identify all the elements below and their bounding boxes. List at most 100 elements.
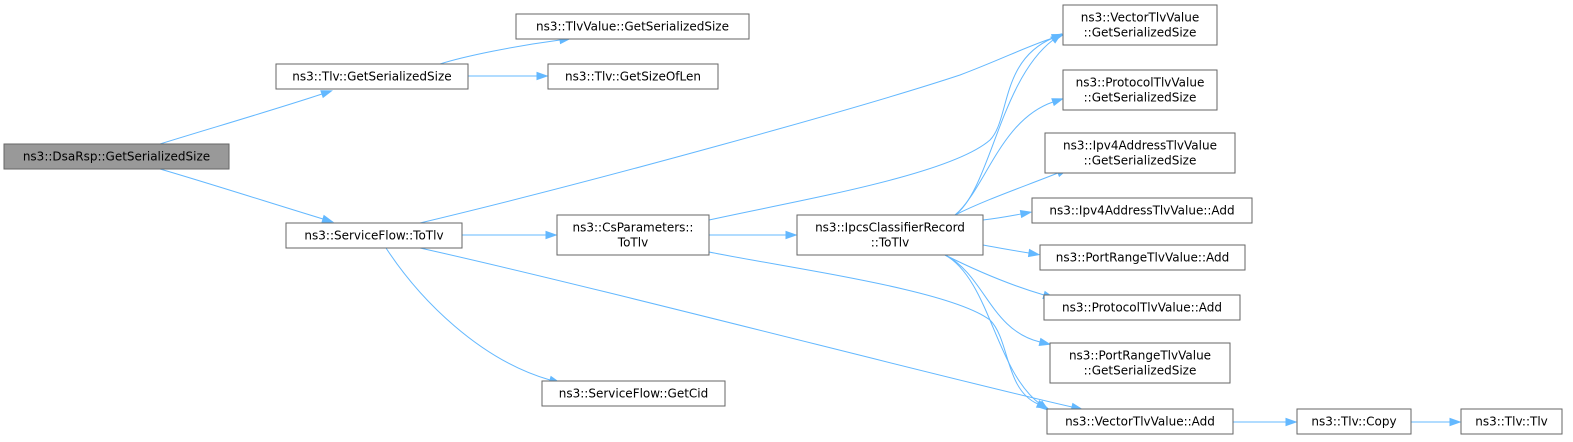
node-label: ns3::CsParameters:: xyxy=(573,221,694,235)
node-box xyxy=(547,63,719,90)
node-vtv-gss[interactable]: ns3::VectorTlvValue::GetSerializedSize xyxy=(1062,4,1218,46)
node-label: ns3::PortRangeTlvValue::Add xyxy=(1056,251,1229,265)
edge-ipcs-to-vtv_add xyxy=(944,254,1050,411)
edge-line xyxy=(439,39,561,65)
node-label: ns3::ServiceFlow::GetCid xyxy=(559,387,708,401)
node-label: ns3::DsaRsp::GetSerializedSize xyxy=(23,150,210,164)
node-label: ns3::IpcsClassifierRecord xyxy=(815,221,965,235)
node-label: ns3::VectorTlvValue xyxy=(1081,11,1200,25)
edge-ipcs-to-prtv_add xyxy=(982,244,1041,258)
edge-dsarsp-to-sf_totlv xyxy=(159,168,335,223)
node-label: ns3::Tlv::GetSerializedSize xyxy=(292,70,451,84)
edge-vtv_add-to-tlv_copy xyxy=(1232,417,1298,427)
node-prtv-gss[interactable]: ns3::PortRangeTlvValue::GetSerializedSiz… xyxy=(1049,342,1231,384)
edge-csparams-to-ipcs xyxy=(709,230,798,240)
node-vtv-add[interactable]: ns3::VectorTlvValue::Add xyxy=(1046,408,1234,435)
node-label: ns3::VectorTlvValue::Add xyxy=(1065,415,1215,429)
edge-line xyxy=(385,247,551,381)
node-ptv-gss[interactable]: ns3::ProtocolTlvValue::GetSerializedSize xyxy=(1062,69,1218,111)
node-box xyxy=(275,63,469,90)
edge-line xyxy=(954,39,1054,216)
node-box xyxy=(3,143,230,170)
node-label: ns3::Tlv::GetSizeOfLen xyxy=(565,70,701,84)
node-ipv4-gss[interactable]: ns3::Ipv4AddressTlvValue::GetSerializedS… xyxy=(1044,132,1236,174)
edge-arrowhead xyxy=(1050,33,1063,44)
edge-ipcs-to-ipv4_add xyxy=(982,209,1033,221)
edge-arrowhead xyxy=(1038,337,1052,346)
node-label: ns3::PortRangeTlvValue xyxy=(1069,349,1211,363)
edge-arrowhead xyxy=(545,230,558,240)
node-label: ::ToTlv xyxy=(871,236,909,250)
node-box xyxy=(1039,244,1246,271)
node-label: ns3::Ipv4AddressTlvValue xyxy=(1063,139,1217,153)
node-label: ::GetSerializedSize xyxy=(1084,364,1197,378)
node-label: ns3::Tlv::Tlv xyxy=(1475,415,1548,429)
node-label: ToTlv xyxy=(617,236,648,250)
edge-tlv_gss-to-tlvvalue_gss xyxy=(439,35,572,65)
node-box xyxy=(1044,132,1236,174)
node-label: ::GetSerializedSize xyxy=(1084,154,1197,168)
edge-line xyxy=(419,37,1054,224)
node-label: ns3::ProtocolTlvValue::Add xyxy=(1062,301,1222,315)
node-label: ns3::ProtocolTlvValue xyxy=(1076,76,1205,90)
node-sf-getcid[interactable]: ns3::ServiceFlow::GetCid xyxy=(541,380,726,407)
node-label: ::GetSerializedSize xyxy=(1084,26,1197,40)
edge-arrowhead xyxy=(1051,98,1064,107)
edge-tlv_gss-to-tlv_gsol xyxy=(467,71,549,81)
edges-layer xyxy=(159,33,1462,427)
edge-line xyxy=(982,244,1030,254)
edge-line xyxy=(982,213,1022,221)
edge-sf_totlv-to-vtv_gss xyxy=(419,34,1065,224)
edge-arrowhead xyxy=(1037,400,1050,411)
node-ipv4-add[interactable]: ns3::Ipv4AddressTlvValue::Add xyxy=(1031,197,1253,224)
edge-line xyxy=(944,254,1041,343)
edge-line xyxy=(708,251,1039,405)
node-box xyxy=(1043,294,1241,321)
edge-dsarsp-to-tlv_gss xyxy=(159,90,333,145)
edge-sf_totlv-to-sf_getcid xyxy=(385,247,562,384)
edge-ipcs-to-vtv_gss xyxy=(954,33,1063,216)
node-tlv-gsol[interactable]: ns3::Tlv::GetSizeOfLen xyxy=(547,63,719,90)
edge-ipcs-to-ptv_gss xyxy=(954,98,1064,216)
edge-line xyxy=(944,254,1045,296)
node-box xyxy=(1062,4,1218,46)
edge-line xyxy=(159,93,323,145)
nodes-layer: ns3::DsaRsp::GetSerializedSizens3::Tlv::… xyxy=(3,4,1563,435)
node-ptv-add[interactable]: ns3::ProtocolTlvValue::Add xyxy=(1043,294,1241,321)
node-ipcs[interactable]: ns3::IpcsClassifierRecord::ToTlv xyxy=(796,214,984,256)
edge-line xyxy=(419,247,1073,408)
edge-tlv_copy-to-tlv_tlv xyxy=(1410,417,1462,427)
edge-line xyxy=(954,172,1059,216)
node-dsarsp[interactable]: ns3::DsaRsp::GetSerializedSize xyxy=(3,143,230,170)
node-tlv-gss[interactable]: ns3::Tlv::GetSerializedSize xyxy=(275,63,469,90)
node-box xyxy=(1031,197,1253,224)
node-label: ::GetSerializedSize xyxy=(1084,91,1197,105)
node-label: ns3::Tlv::Copy xyxy=(1311,415,1396,429)
edge-ipcs-to-prtv_gss xyxy=(944,254,1052,346)
edge-arrowhead xyxy=(536,71,549,81)
node-sf-totlv[interactable]: ns3::ServiceFlow::ToTlv xyxy=(285,222,463,249)
edge-line xyxy=(708,37,1054,221)
node-tlv-tlv[interactable]: ns3::Tlv::Tlv xyxy=(1460,408,1563,435)
edge-line xyxy=(159,168,324,220)
node-tlv-copy[interactable]: ns3::Tlv::Copy xyxy=(1296,408,1412,435)
node-prtv-add[interactable]: ns3::PortRangeTlvValue::Add xyxy=(1039,244,1246,271)
edge-arrowhead xyxy=(320,90,333,99)
edge-arrowhead xyxy=(1019,209,1033,219)
edge-line xyxy=(954,101,1054,216)
edge-arrowhead xyxy=(1449,417,1462,427)
node-label: ns3::TlvValue::GetSerializedSize xyxy=(536,20,729,34)
node-csparams[interactable]: ns3::CsParameters::ToTlv xyxy=(556,214,710,256)
edge-arrowhead xyxy=(785,230,798,240)
node-label: ns3::ServiceFlow::ToTlv xyxy=(304,229,443,243)
edge-line xyxy=(944,254,1041,405)
node-box xyxy=(1046,408,1234,435)
edge-arrowhead xyxy=(1027,248,1041,258)
node-box xyxy=(796,214,984,256)
node-box xyxy=(556,214,710,256)
node-tlvvalue-gss[interactable]: ns3::TlvValue::GetSerializedSize xyxy=(515,13,750,40)
node-box xyxy=(1049,342,1231,384)
node-box xyxy=(1062,69,1218,111)
edge-ipcs-to-ptv_add xyxy=(944,254,1056,299)
